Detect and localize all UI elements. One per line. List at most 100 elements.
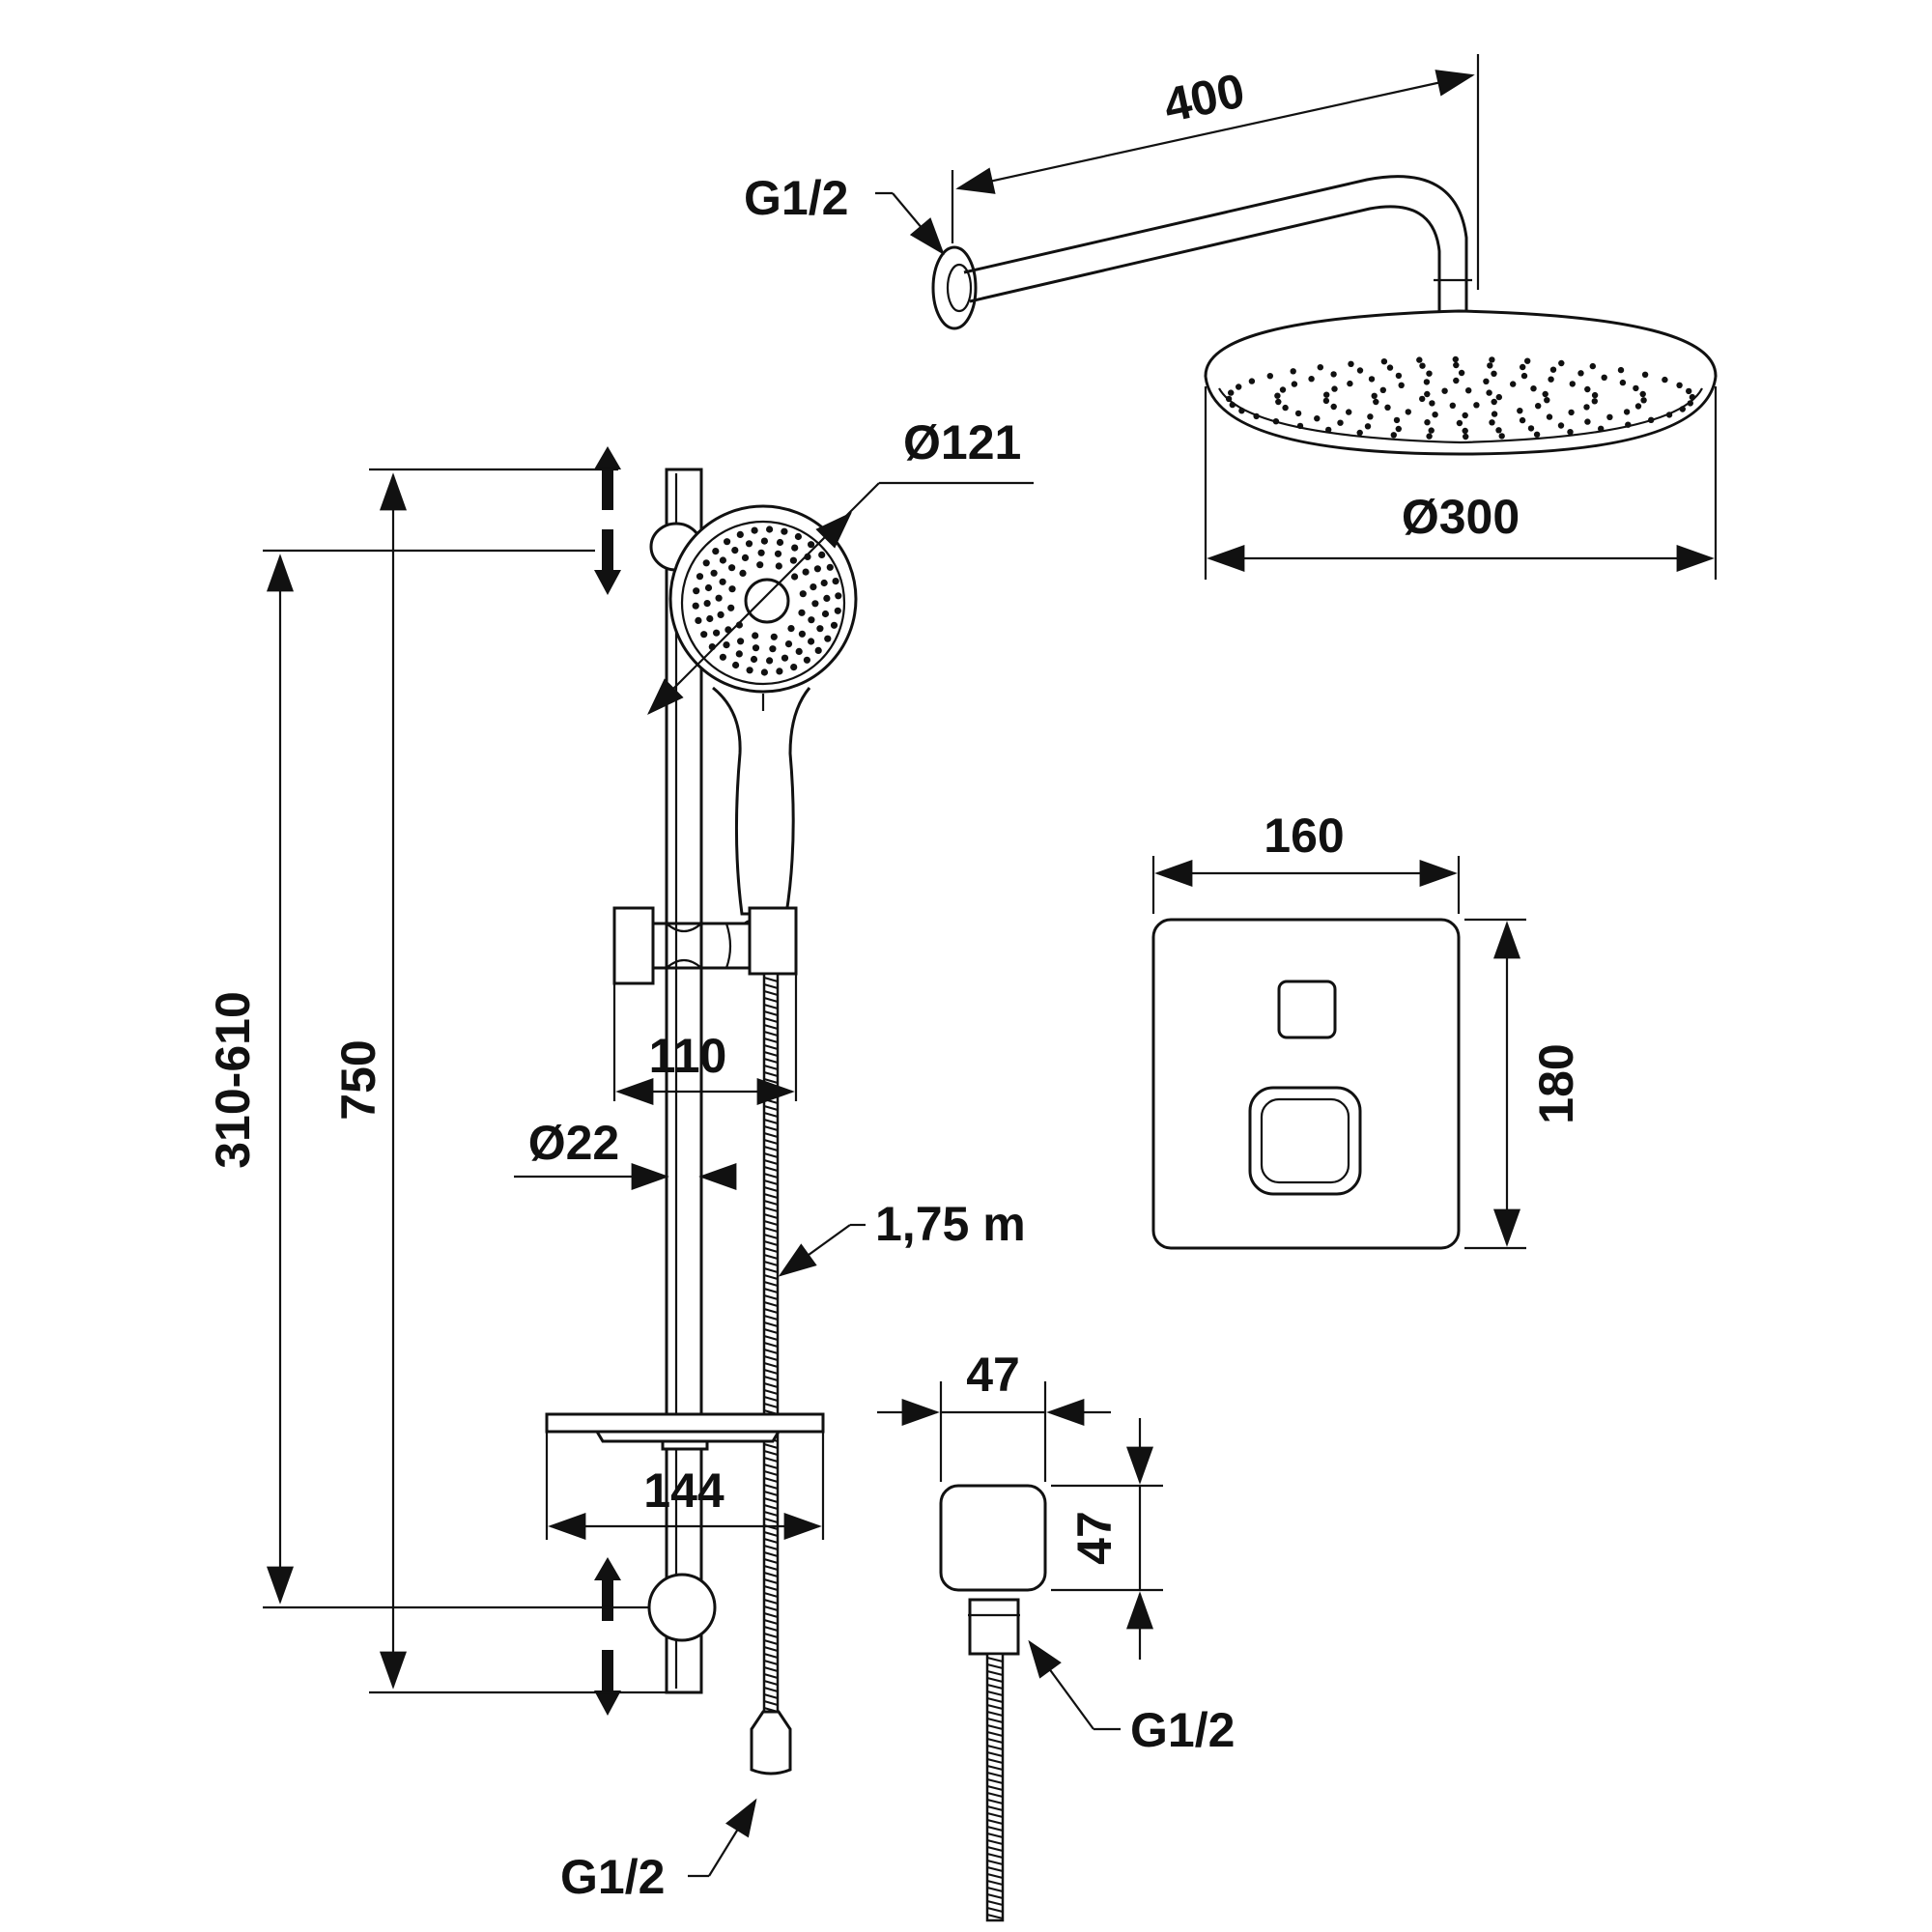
- nozzle-dot: [1679, 406, 1687, 412]
- nozzle-dot: [723, 641, 730, 649]
- hose-coil: [763, 1700, 779, 1706]
- hose-coil: [763, 1179, 779, 1185]
- nozzle-dot: [1520, 372, 1528, 380]
- nozzle-dot: [1577, 370, 1584, 377]
- nozzle-dot: [760, 668, 769, 676]
- nozzle-dot: [703, 600, 711, 608]
- hose-coil: [763, 1044, 779, 1050]
- nozzle-dot: [1495, 393, 1503, 401]
- callout-hose-length: 1,75 m: [778, 1197, 1026, 1277]
- nozzle-dot: [1453, 377, 1460, 384]
- hose-coil: [986, 1900, 1004, 1906]
- nozzle-dot: [1686, 387, 1692, 395]
- nozzle-dot: [760, 537, 769, 545]
- dim-hand-diameter: Ø121: [647, 415, 1034, 715]
- hose-coil: [763, 1605, 779, 1611]
- nozzle-dot: [736, 530, 744, 539]
- nozzle-dot: [728, 564, 736, 572]
- nozzle-dot: [1426, 433, 1433, 440]
- nozzle-dot: [1495, 427, 1502, 434]
- nozzle-dot: [1322, 397, 1330, 405]
- callout-elbow-outlet: G1/2: [1028, 1639, 1235, 1757]
- nozzle-dot: [830, 621, 838, 629]
- nozzle-dot: [1548, 376, 1554, 383]
- nozzle-dot: [820, 579, 828, 587]
- hose-coil: [763, 1484, 779, 1490]
- hose-coil: [986, 1724, 1004, 1730]
- hose-coil: [763, 1227, 779, 1233]
- hose-coil: [763, 1328, 779, 1334]
- hose-coil: [763, 1288, 779, 1293]
- nozzle-dot: [808, 541, 815, 549]
- nozzle-dot: [1390, 432, 1398, 439]
- soap-dish-lip: [594, 1430, 781, 1443]
- nozzle-dot: [1248, 378, 1256, 384]
- nozzle-dot: [1380, 358, 1388, 365]
- nozzle-dot: [798, 609, 806, 616]
- hose-coil: [763, 1017, 779, 1023]
- hose-coil: [986, 1893, 1004, 1899]
- nozzle-dot: [1274, 392, 1281, 399]
- nozzle-dot: [1428, 427, 1435, 434]
- hose-coil: [986, 1738, 1004, 1744]
- nozzle-dot: [1395, 425, 1403, 433]
- hose-coil: [763, 1666, 779, 1672]
- nozzle-dot: [823, 594, 831, 603]
- dim-arm-length: 400: [951, 54, 1480, 290]
- dim-overhead-diameter: Ø300: [1204, 386, 1718, 580]
- elbow-height-label: 47: [1067, 1511, 1122, 1565]
- nozzle-dot: [1567, 429, 1574, 436]
- hose-coil: [986, 1873, 1004, 1879]
- hose-coil: [986, 1718, 1004, 1723]
- nozzle-dot: [737, 638, 745, 645]
- nozzle-dot: [791, 573, 799, 581]
- nozzle-dot: [1398, 382, 1405, 388]
- nozzle-dot: [770, 633, 778, 640]
- hose-coil: [986, 1846, 1004, 1852]
- hose-coil: [763, 1572, 779, 1577]
- nozzle-dot: [1373, 398, 1379, 406]
- nozzle-dot: [816, 625, 824, 633]
- hose-coil: [986, 1907, 1004, 1913]
- nozzle-dot: [700, 631, 708, 639]
- nozzle-dot: [1598, 425, 1605, 432]
- nozzle-dot: [781, 527, 788, 535]
- arm-length-label: 400: [1159, 63, 1249, 132]
- hose-coil: [763, 1132, 779, 1138]
- hose-coil: [763, 1565, 779, 1571]
- hose-coil: [763, 1491, 779, 1496]
- hose-coil: [763, 1004, 779, 1009]
- hose-coil: [763, 1267, 779, 1273]
- nozzle-dot: [757, 549, 765, 556]
- soap-dish: [545, 1412, 825, 1434]
- nozzle-dot: [739, 569, 747, 578]
- nozzle-dot: [704, 583, 713, 592]
- nozzle-dot: [1395, 372, 1403, 380]
- nozzle-dot: [1371, 392, 1378, 399]
- nozzle-dot: [1530, 385, 1537, 392]
- holder-cradle: [748, 906, 798, 976]
- hose-coil: [763, 1673, 779, 1679]
- nozzle-dot: [774, 550, 782, 557]
- hose-coil: [763, 1315, 779, 1321]
- hose-coil: [763, 1369, 779, 1375]
- hose-coil: [763, 1545, 779, 1550]
- nozzle-dot: [1426, 370, 1433, 377]
- nozzle-dot: [1356, 367, 1364, 374]
- hand-center-disc: [744, 578, 790, 624]
- nozzle-dot: [1458, 369, 1465, 377]
- wall-flange: [931, 245, 978, 330]
- nozzle-dot: [1520, 363, 1526, 371]
- nozzle-dot: [1465, 387, 1472, 394]
- nozzle-dot: [1423, 379, 1431, 385]
- nozzle-dot: [1601, 374, 1607, 381]
- nozzle-dot: [1491, 411, 1498, 417]
- hose-coil: [986, 1778, 1004, 1784]
- shower-arm-bottom: [969, 205, 1441, 311]
- nozzle-dot: [710, 569, 718, 577]
- hand-diameter-label: Ø121: [903, 415, 1021, 469]
- hose-outlet-leader: [708, 1798, 757, 1877]
- nozzle-dot: [1279, 386, 1287, 393]
- hose-coil: [986, 1751, 1004, 1757]
- hose-coil: [986, 1792, 1004, 1798]
